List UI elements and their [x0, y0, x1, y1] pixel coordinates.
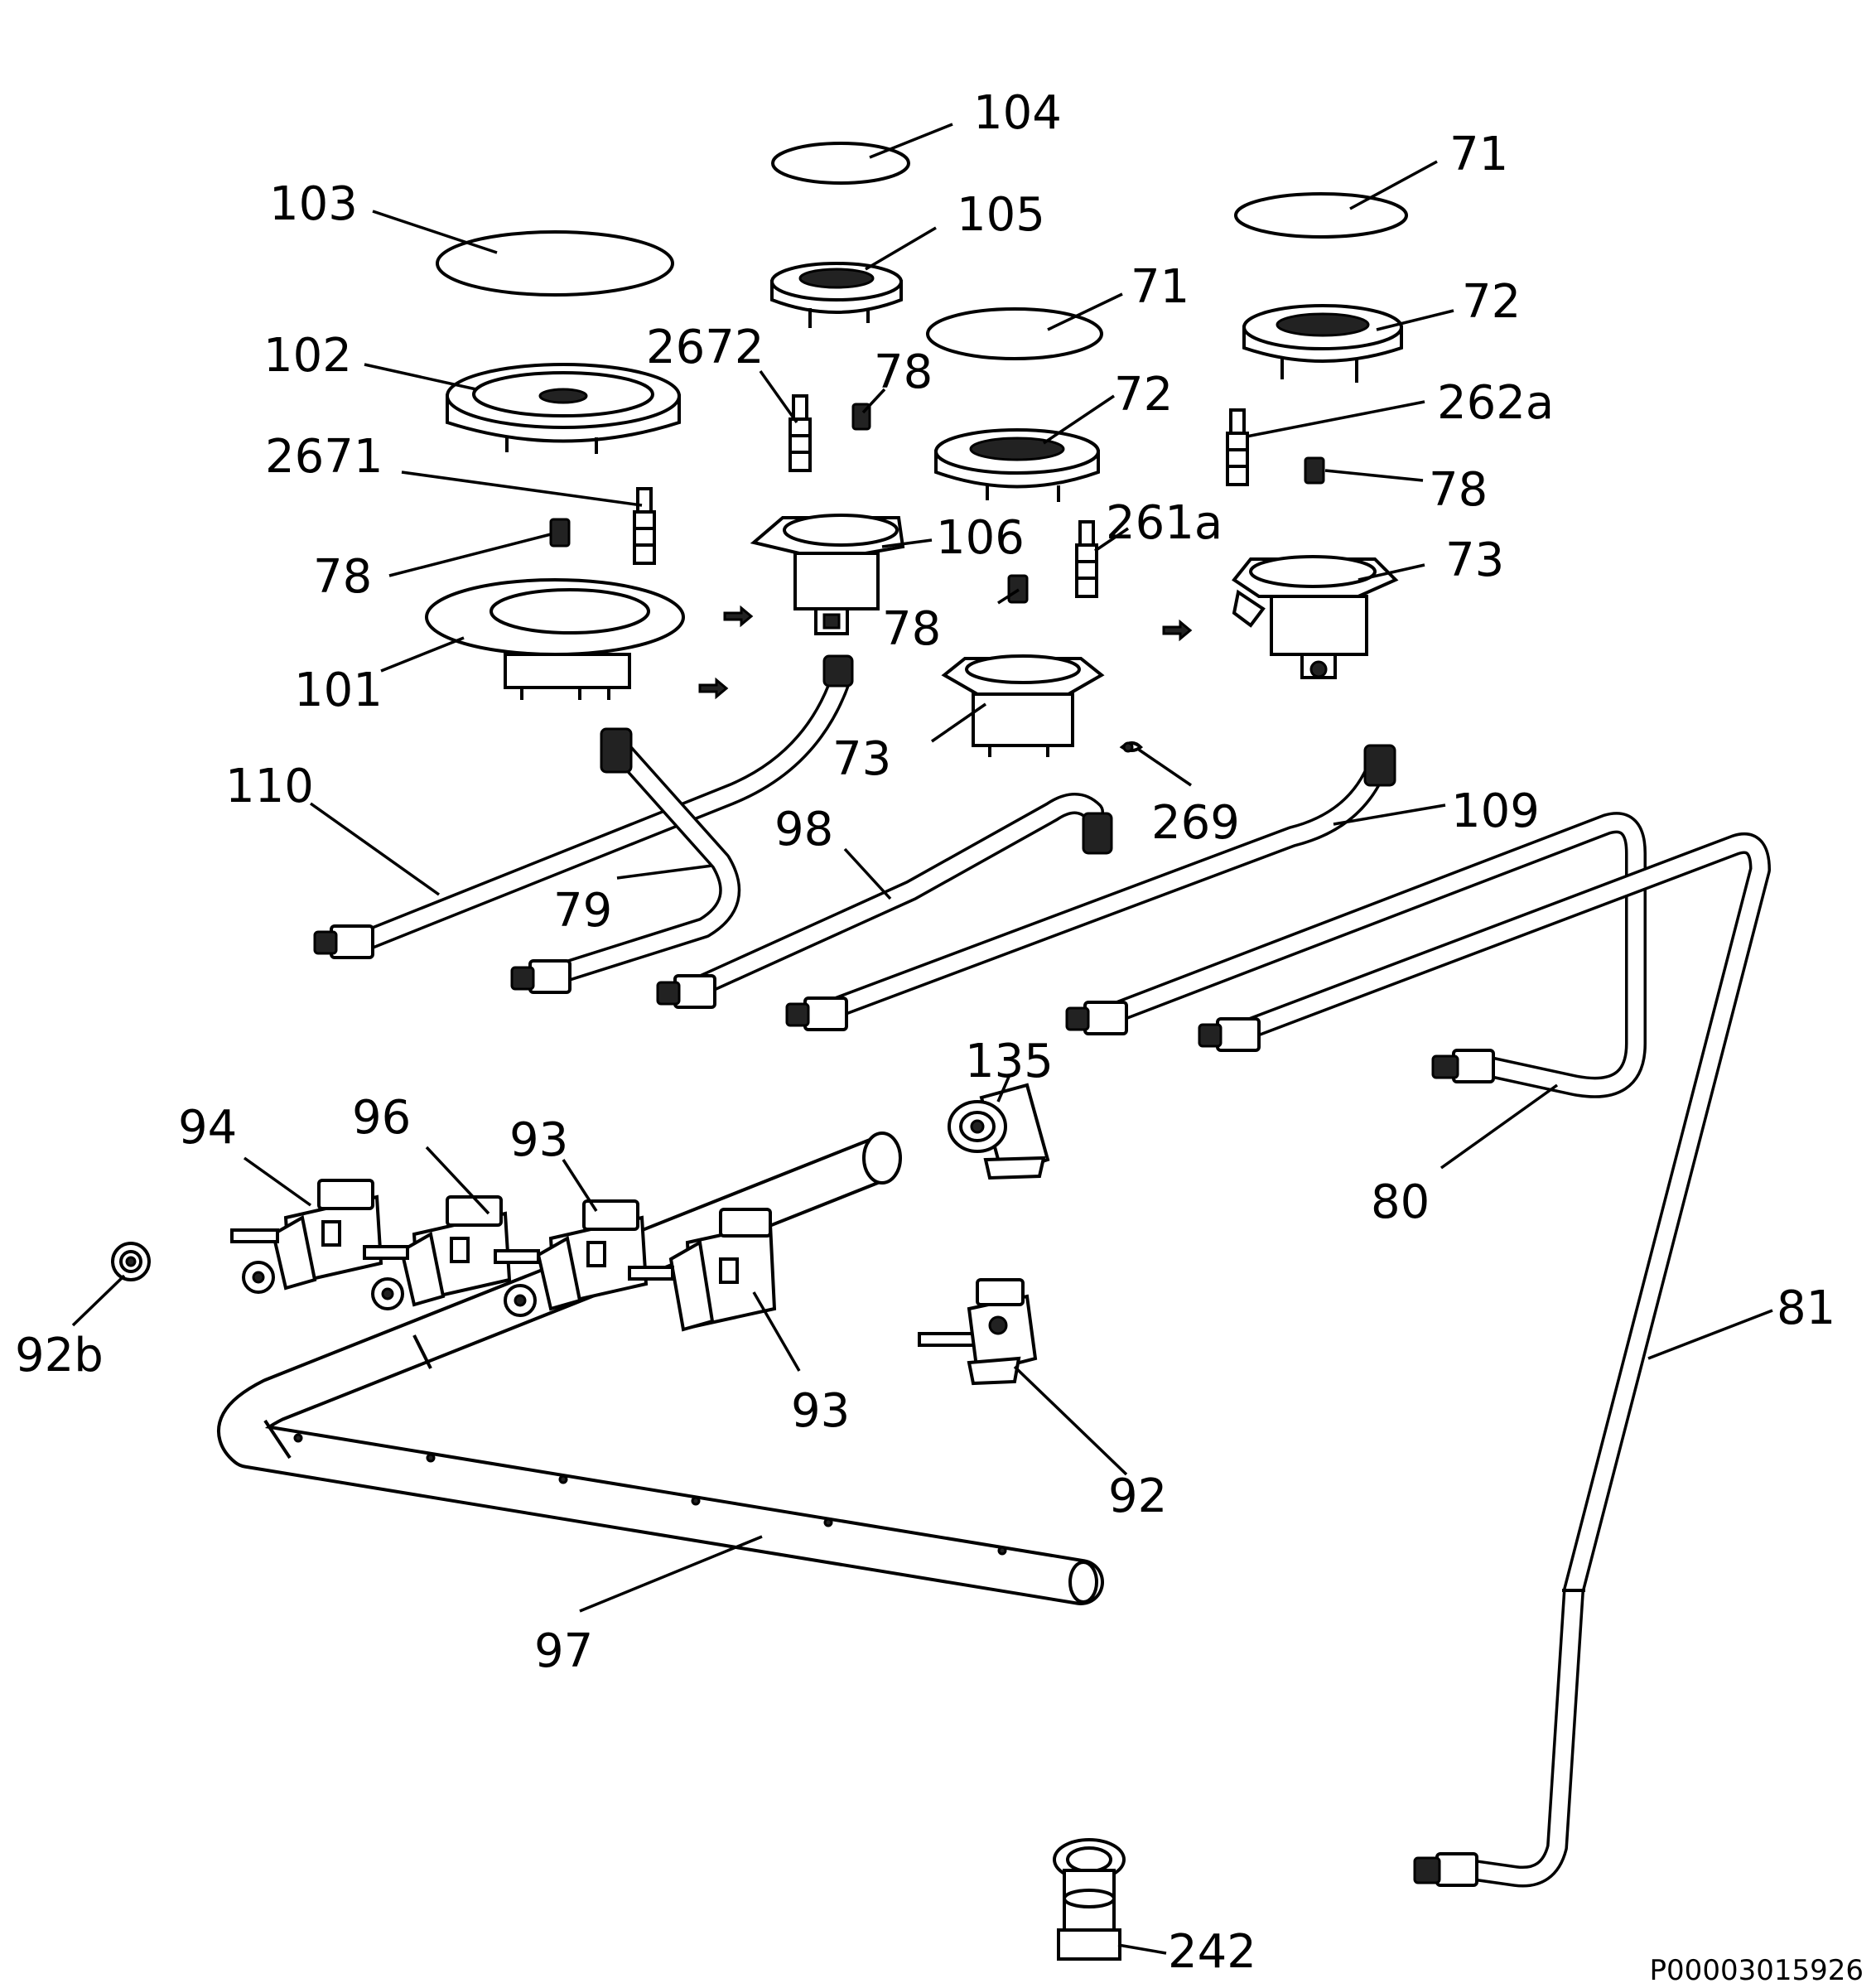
label-101: 101	[294, 663, 383, 717]
gas-rail-97	[217, 1132, 1104, 1605]
ignition-electrode-261a	[1075, 520, 1098, 598]
burner-head-72-center	[934, 428, 1100, 502]
gas-valve-93-upper	[494, 1199, 649, 1317]
burner-cap-71-center	[926, 307, 1103, 360]
label-73-right: 73	[1445, 533, 1504, 587]
screw-small-mid	[698, 677, 729, 700]
label-78-a: 78	[874, 345, 933, 399]
label-110: 110	[225, 760, 314, 813]
label-2672: 2672	[646, 321, 764, 374]
label-92: 92	[1108, 1469, 1167, 1523]
valve-92	[918, 1278, 1038, 1386]
label-72-right: 72	[1462, 275, 1521, 329]
label-242: 242	[1168, 1925, 1256, 1979]
label-78-c: 78	[313, 550, 372, 604]
label-269: 269	[1151, 796, 1240, 850]
gas-pipe-110	[313, 654, 854, 959]
label-93-lower: 93	[791, 1384, 850, 1438]
leader-lines	[71, 123, 1773, 1955]
gas-pipe-80	[1065, 812, 1647, 1098]
burner-cap-104	[771, 142, 910, 185]
label-92b: 92b	[15, 1329, 104, 1382]
label-135: 135	[965, 1035, 1054, 1088]
gas-pipe-79	[510, 727, 741, 994]
label-96: 96	[352, 1091, 411, 1145]
screw-small-right	[1162, 619, 1193, 642]
burner-base-106	[750, 514, 905, 635]
label-106: 106	[936, 511, 1025, 565]
label-73-center: 73	[832, 732, 891, 786]
injector-78-c	[549, 518, 571, 548]
label-105: 105	[957, 188, 1045, 242]
clip-269	[1119, 741, 1143, 753]
burner-base-73-right	[1232, 555, 1399, 679]
burner-head-72-right	[1242, 304, 1403, 383]
gas-valve-94	[230, 1179, 383, 1294]
label-98: 98	[774, 803, 833, 856]
label-261a: 261a	[1106, 496, 1223, 550]
ignition-electrode-2671	[633, 487, 656, 565]
burner-cap-71-right	[1234, 192, 1408, 239]
burner-cap-103	[436, 230, 674, 297]
burner-head-105	[770, 262, 903, 328]
elbow-fitting-135	[948, 1083, 1050, 1180]
label-78-b: 78	[1429, 463, 1488, 517]
gas-pipe-81	[1198, 832, 1771, 1888]
label-72-center: 72	[1114, 368, 1173, 422]
label-2671: 2671	[265, 430, 383, 484]
burner-head-102	[446, 363, 681, 454]
nut-92b	[111, 1242, 151, 1281]
label-93-upper: 93	[509, 1113, 568, 1167]
reference-code: P00003015926	[1650, 1954, 1864, 1987]
label-81: 81	[1777, 1281, 1835, 1335]
gas-pipe-109	[785, 744, 1396, 1031]
screw-small-left	[723, 605, 754, 628]
burner-base-73-center	[941, 654, 1105, 757]
gas-valve-93-lower	[628, 1208, 777, 1332]
connector-242	[1053, 1838, 1126, 1961]
label-94: 94	[178, 1101, 237, 1155]
gas-valve-96	[363, 1195, 512, 1310]
label-80: 80	[1371, 1175, 1430, 1229]
gas-pipe-98	[656, 793, 1113, 1009]
label-109: 109	[1451, 784, 1540, 838]
label-262a: 262a	[1437, 376, 1554, 430]
label-104: 104	[973, 86, 1062, 140]
ignition-electrode-2672	[788, 394, 812, 472]
ignition-electrode-262a	[1226, 408, 1249, 486]
label-71-center: 71	[1131, 260, 1189, 314]
burner-base-101	[425, 578, 685, 700]
label-97: 97	[534, 1624, 593, 1678]
label-103: 103	[269, 177, 358, 231]
label-71-right: 71	[1449, 128, 1508, 181]
label-78-d: 78	[882, 602, 941, 656]
label-79: 79	[553, 884, 612, 938]
injector-78-b	[1304, 456, 1325, 485]
label-102: 102	[263, 329, 352, 383]
